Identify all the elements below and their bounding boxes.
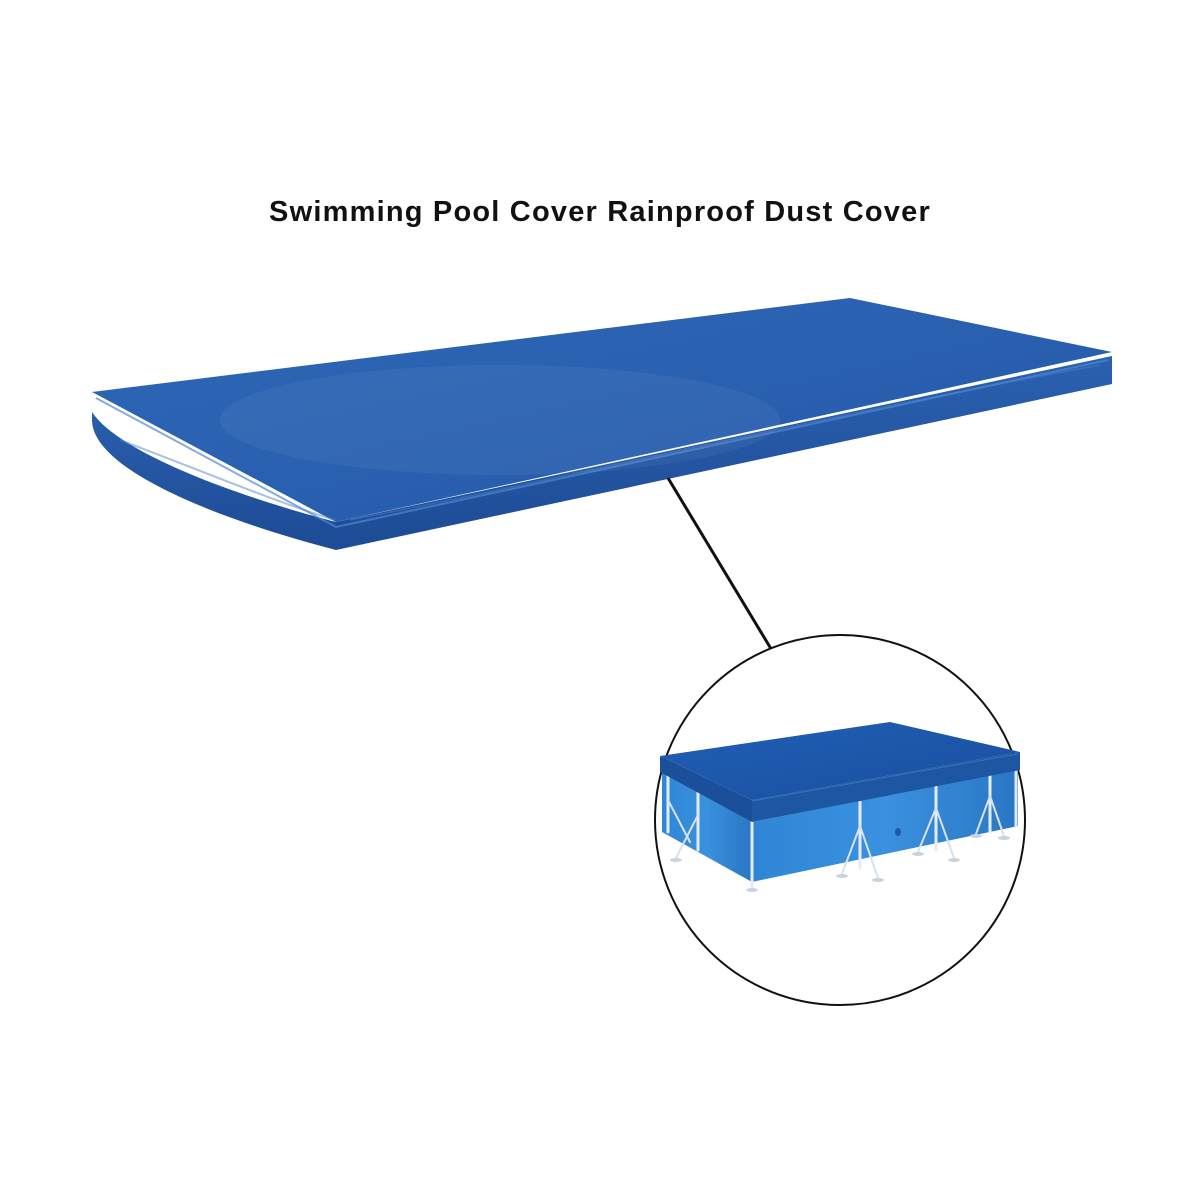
pool-cover-large	[92, 298, 1112, 550]
pool-cover-side	[92, 392, 336, 550]
pool-wall-front	[752, 770, 1018, 882]
pool-cover-front-edge	[336, 356, 1112, 550]
pool-wall-left	[662, 770, 752, 882]
inset-circle	[654, 634, 1026, 1006]
pool-cover-small	[660, 722, 1020, 800]
page-title: Swimming Pool Cover Rainproof Dust Cover	[269, 196, 931, 228]
pool-cover-top	[92, 298, 1112, 522]
